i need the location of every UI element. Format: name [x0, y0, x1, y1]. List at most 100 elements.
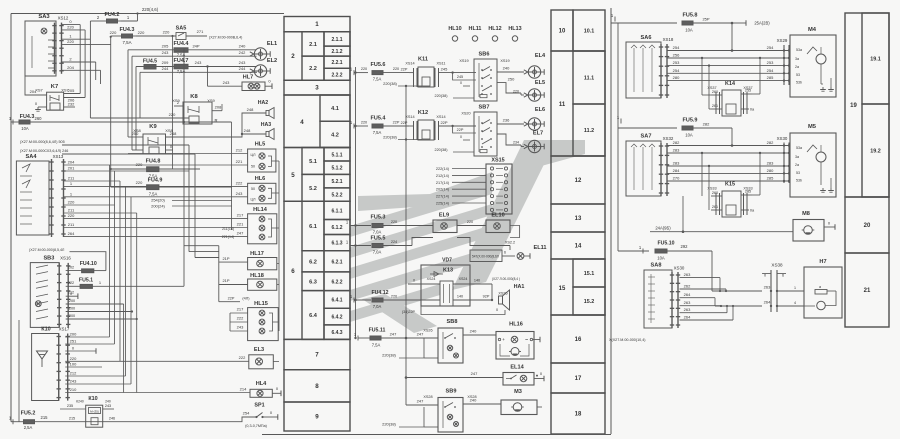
svg-text:FU5.3: FU5.3	[371, 215, 386, 221]
svg-text:7,0A: 7,0A	[373, 230, 382, 235]
svg-text:18: 18	[575, 412, 582, 418]
svg-text:212(14): 212(14)	[436, 174, 450, 178]
svg-text:HL5: HL5	[255, 142, 266, 148]
svg-text:ХS9: ХS9	[207, 98, 215, 103]
svg-text:211: 211	[68, 176, 75, 181]
svg-text:0: 0	[268, 79, 271, 84]
svg-text:5.1: 5.1	[309, 159, 317, 165]
svg-text:50: 50	[251, 187, 255, 191]
svg-text:VD7: VD7	[442, 258, 452, 264]
svg-text:ХS8: ХS8	[133, 128, 141, 133]
svg-text:(Х27.М:00-000В,6,4): (Х27.М:00-000В,6,4)	[209, 36, 242, 40]
svg-text:SB3: SB3	[43, 256, 54, 262]
svg-text:0: 0	[413, 279, 415, 283]
svg-text:260: 260	[712, 90, 718, 94]
svg-text:0а: 0а	[750, 108, 755, 112]
svg-text:227(14): 227(14)	[436, 195, 450, 199]
svg-text:7,0A: 7,0A	[373, 304, 382, 309]
svg-text:215: 215	[41, 415, 49, 420]
svg-text:247: 247	[390, 332, 397, 337]
svg-text:232: 232	[68, 102, 75, 107]
svg-text:220: 220	[169, 112, 176, 117]
svg-text:0: 0	[69, 19, 72, 24]
svg-text:2: 2	[97, 15, 100, 20]
svg-text:2: 2	[69, 57, 72, 62]
svg-text:EL1: EL1	[267, 41, 277, 47]
svg-text:6.1: 6.1	[309, 224, 317, 230]
svg-text:1: 1	[346, 220, 349, 225]
svg-text:HL17: HL17	[250, 251, 264, 257]
svg-text:1: 1	[346, 240, 349, 245]
svg-text:220(38): 220(38)	[382, 353, 396, 358]
svg-text:25Р: 25Р	[702, 17, 709, 22]
svg-text:1: 1	[69, 34, 72, 39]
svg-text:250: 250	[132, 131, 139, 136]
svg-text:263: 263	[684, 307, 691, 312]
svg-text:20: 20	[864, 223, 871, 229]
svg-text:XS26: XS26	[423, 329, 432, 333]
svg-text:K13: K13	[443, 268, 453, 274]
svg-text:4.2: 4.2	[331, 132, 339, 138]
svg-text:11.1: 11.1	[584, 76, 594, 82]
svg-text:53b: 53b	[796, 179, 802, 183]
svg-text:FU4.4: FU4.4	[174, 41, 190, 47]
svg-text:EL7: EL7	[533, 131, 543, 137]
svg-text:236: 236	[503, 118, 510, 123]
svg-text:XS16: XS16	[60, 256, 71, 261]
svg-text:FU5.10: FU5.10	[657, 241, 674, 247]
svg-text:FU5.8: FU5.8	[683, 13, 698, 19]
svg-text:HL11: HL11	[469, 26, 482, 32]
svg-text:11: 11	[559, 102, 566, 108]
svg-text:1: 1	[350, 120, 353, 125]
svg-text:ХS8: ХS8	[165, 128, 173, 133]
svg-text:0а: 0а	[750, 209, 755, 213]
svg-text:21Р: 21Р	[222, 256, 229, 261]
svg-text:284: 284	[673, 168, 680, 173]
svg-text:220(4,6): 220(4,6)	[142, 7, 159, 12]
svg-text:240: 240	[503, 66, 510, 71]
svg-text:FU4.8: FU4.8	[146, 159, 161, 165]
svg-text:XS37: XS37	[707, 86, 716, 90]
svg-text:220: 220	[67, 24, 74, 29]
svg-text:205: 205	[162, 44, 169, 49]
svg-text:254: 254	[243, 411, 250, 416]
svg-text:261: 261	[712, 205, 718, 209]
svg-text:220: 220	[136, 162, 143, 167]
svg-text:240: 240	[105, 400, 111, 404]
svg-text:212: 212	[68, 291, 74, 295]
svg-text:17: 17	[575, 376, 582, 382]
svg-text:R: R	[214, 118, 217, 123]
svg-text:243: 243	[162, 50, 169, 55]
svg-text:1: 1	[9, 116, 12, 121]
svg-text:221: 221	[237, 222, 244, 227]
svg-text:1: 1	[99, 280, 102, 285]
svg-text:248: 248	[244, 128, 251, 133]
svg-text:220: 220	[393, 67, 399, 71]
svg-text:244: 244	[162, 66, 169, 71]
svg-text:FU4.12: FU4.12	[371, 290, 388, 296]
svg-text:4: 4	[300, 119, 304, 126]
svg-text:15.2: 15.2	[584, 299, 595, 305]
svg-text:0: 0	[828, 221, 831, 226]
svg-text:7,5A: 7,5A	[177, 69, 186, 74]
svg-text:6.3: 6.3	[309, 279, 317, 285]
svg-text:7,5A: 7,5A	[372, 343, 381, 348]
svg-text:10: 10	[559, 29, 566, 35]
svg-text:263: 263	[764, 285, 771, 290]
svg-text:2a: 2a	[795, 65, 799, 69]
svg-text:6: 6	[291, 268, 295, 275]
svg-text:50: 50	[251, 165, 255, 169]
svg-text:0: 0	[460, 135, 462, 139]
svg-text:1: 1	[354, 332, 357, 337]
svg-text:11.2: 11.2	[584, 128, 594, 134]
svg-text:280: 280	[767, 168, 774, 173]
svg-text:FU4.2: FU4.2	[105, 12, 120, 18]
svg-text:1: 1	[639, 245, 642, 250]
svg-text:285: 285	[767, 75, 774, 80]
svg-text:262: 262	[684, 284, 691, 289]
svg-text:254: 254	[673, 68, 680, 73]
svg-text:250: 250	[508, 77, 515, 82]
svg-text:208: 208	[215, 105, 222, 110]
svg-text:22Р: 22Р	[457, 128, 464, 132]
svg-text:254: 254	[767, 68, 774, 73]
